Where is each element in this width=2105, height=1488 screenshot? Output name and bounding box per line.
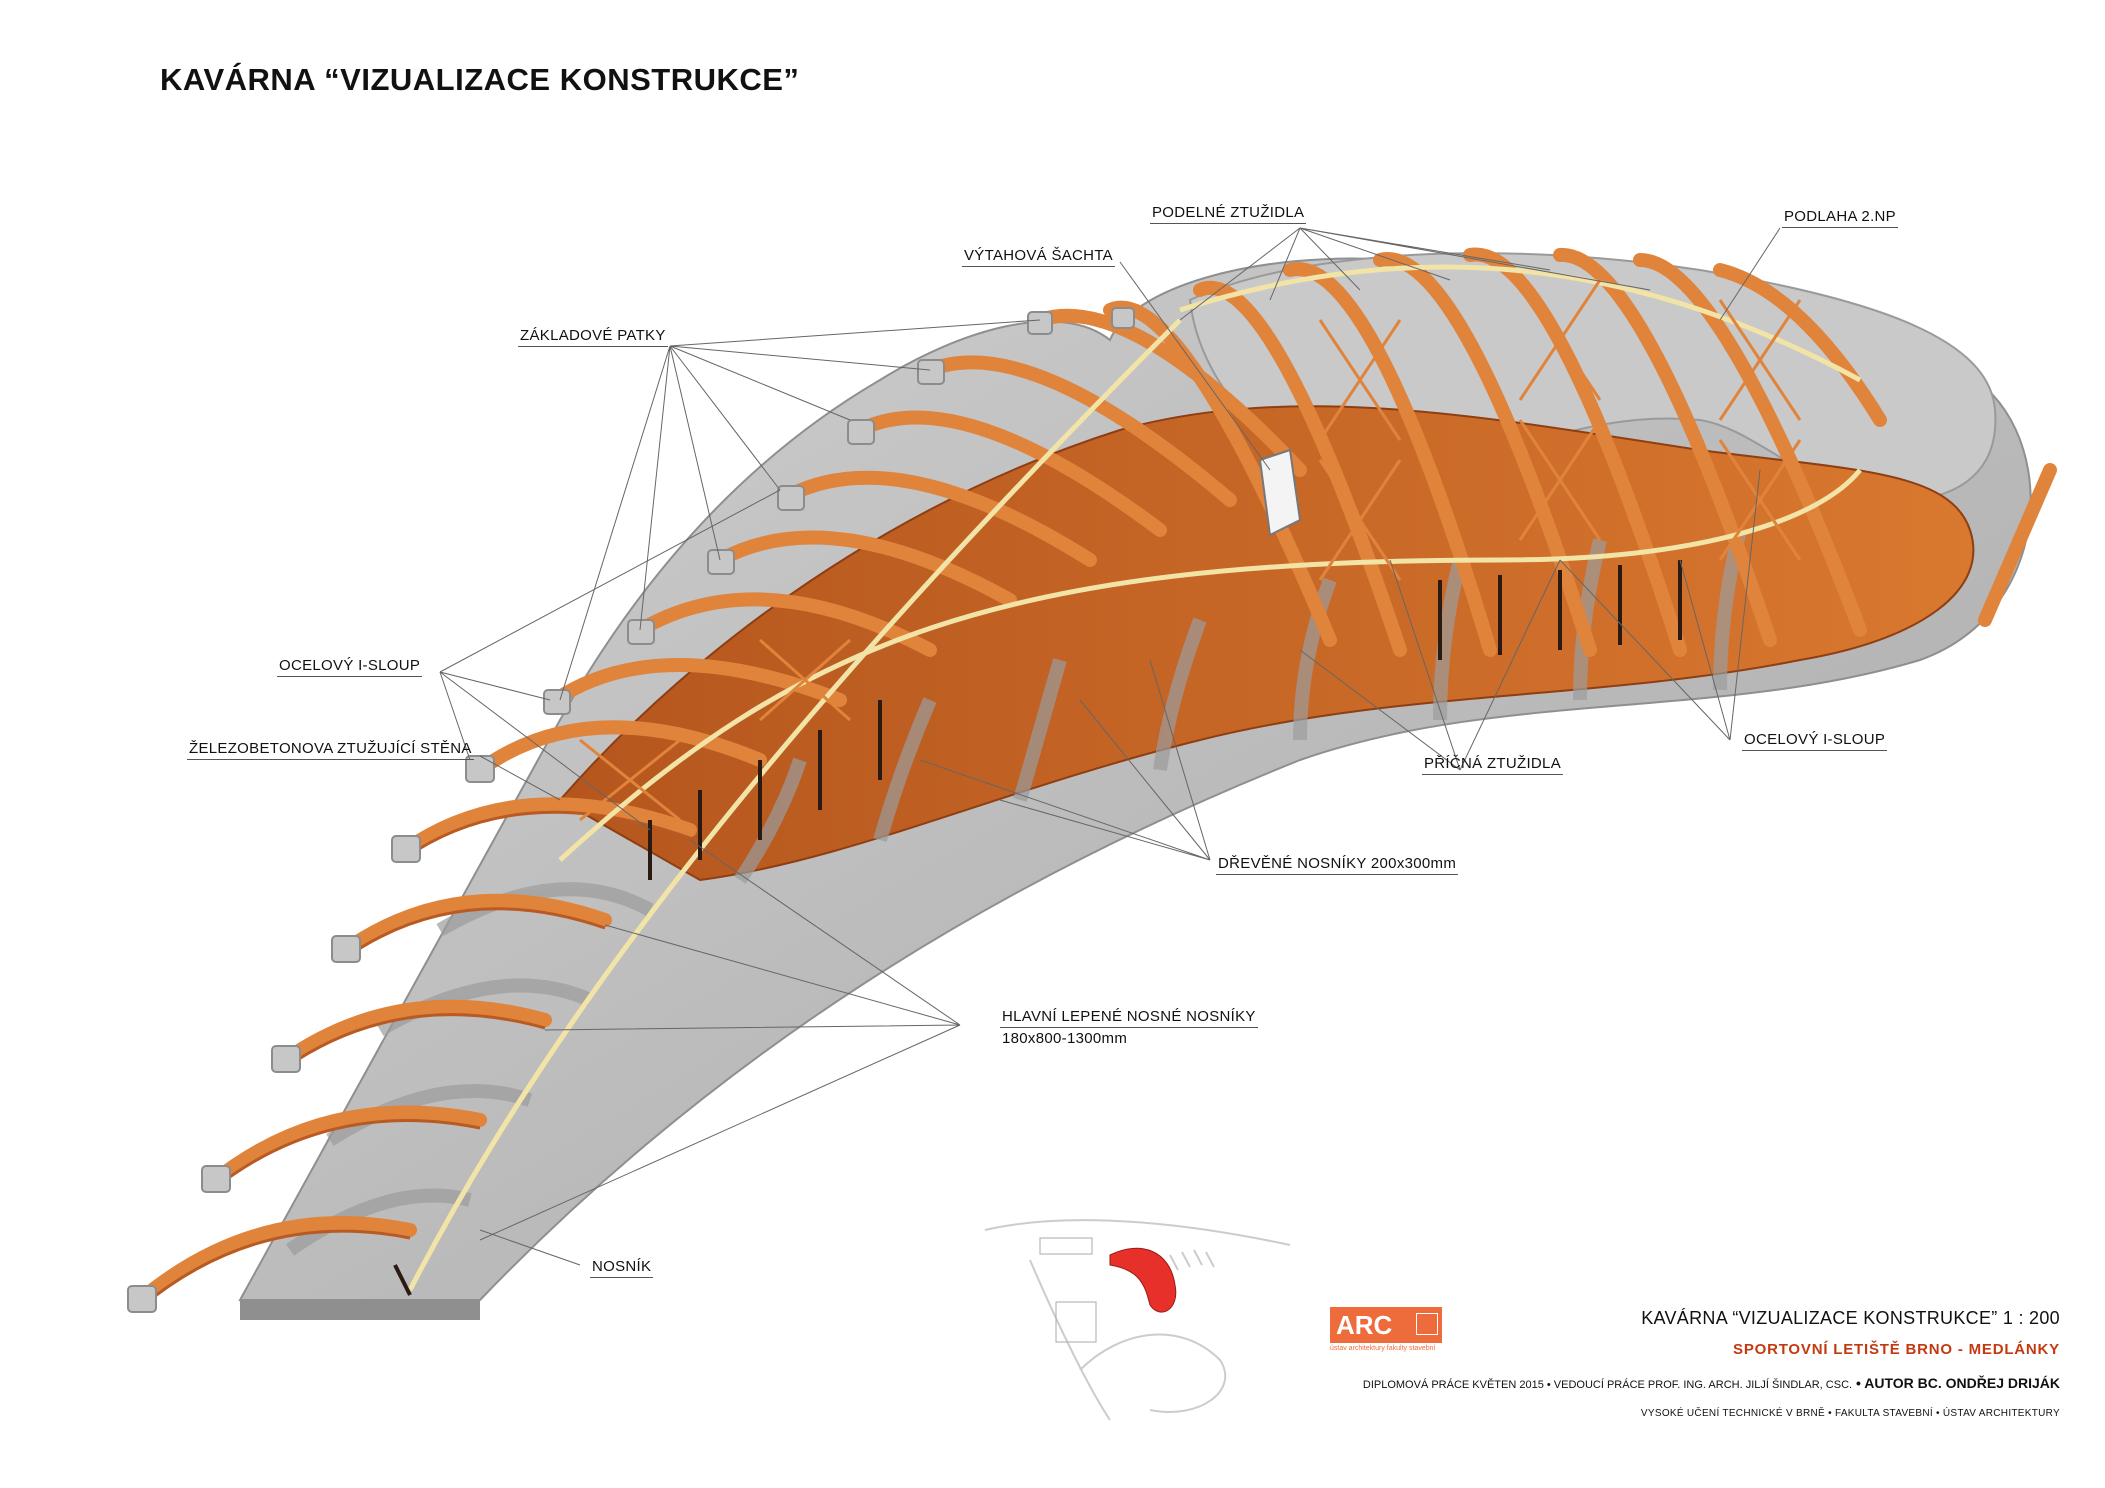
- title-block-project: SPORTOVNÍ LETIŠTĚ BRNO - MEDLÁNKY: [1733, 1341, 2060, 1358]
- label-zakladove-patky: ZÁKLADOVÉ PATKY: [518, 327, 668, 347]
- foundation-footings: [127, 307, 1135, 1313]
- label-pricna-ztuzidla: PŘÍČNÁ ZTUŽIDLA: [1422, 755, 1564, 775]
- logo-grid-icon: [1416, 1313, 1438, 1335]
- label-vytahova-sachta: VÝTAHOVÁ ŠACHTA: [962, 247, 1115, 267]
- label-nosnik: NOSNÍK: [590, 1258, 654, 1278]
- leader-lines: [439, 227, 1781, 1266]
- drawing-title: KAVÁRNA “VIZUALIZACE KONSTRUKCE”: [160, 62, 800, 97]
- title-block-institution: VYSOKÉ UČENÍ TECHNICKÉ V BRNĚ • FAKULTA …: [1640, 1408, 2060, 1419]
- label-ocelovy-sloup-left: OCELOVÝ I-SLOUP: [277, 657, 423, 677]
- arc-logo-subtitle: ústav architektury fakulty stavební: [1330, 1345, 1436, 1352]
- title-block-drawing-name: KAVÁRNA “VIZUALIZACE KONSTRUKCE” 1 : 200: [1641, 1308, 2060, 1328]
- title-block-credits: DIPLOMOVÁ PRÁCE KVĚTEN 2015 • VEDOUCÍ PR…: [1362, 1375, 2060, 1391]
- label-zelezobetonova-stena: ŽELEZOBETONOVA ZTUŽUJÍCÍ STĚNA: [187, 740, 474, 760]
- label-drevene-nosniky: DŘEVĚNÉ NOSNÍKY 200x300mm: [1216, 855, 1459, 875]
- cross-bracing: [579, 279, 1802, 822]
- site-location-map: [984, 1219, 1291, 1421]
- label-ocelovy-sloup-right: OCELOVÝ I-SLOUP: [1742, 731, 1888, 751]
- main-beam-edges: [139, 810, 691, 1310]
- steel-columns: [393, 560, 1682, 1296]
- label-podelne-ztuzidla: PODELNÉ ZTUŽIDLA: [1150, 204, 1307, 224]
- longitudinal-bracing: [407, 264, 1862, 1292]
- arc-logo: ARC: [1330, 1307, 1442, 1343]
- label-podlaha-2np: PODLAHA 2.NP: [1782, 208, 1898, 228]
- lift-shaft: [1258, 448, 1302, 537]
